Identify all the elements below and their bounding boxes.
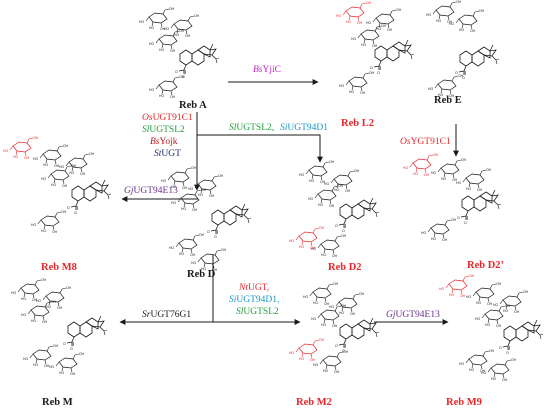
label-reb-e: Reb E [434,95,462,106]
enzyme-st-ugt: StUGT [154,149,181,159]
enzyme-sr-ugt76g1: SrUGT76G1 [142,310,192,320]
label-reb-m2: Reb M2 [296,397,332,408]
label-reb-m9: Reb M9 [446,397,482,408]
enzyme-os-ugt91c1: OsUGT91C1 [142,113,193,123]
label-reb-l2: Reb L2 [341,118,374,129]
reb-a-structure [138,6,220,100]
enzyme-bs-yjic: BsYjiC [253,65,281,75]
reb-m9-structure [438,273,544,383]
enzyme-sl-ugtsl2-b: SlUGTSL2, [229,123,275,133]
label-reb-d: Reb D [187,269,216,280]
label-reb-d2: Reb D2 [328,262,362,273]
label-reb-m: Reb M [42,397,73,408]
reb-d-structure [160,165,252,273]
reb-m-structure [10,277,108,377]
enzyme-si-ugt94d1-a: SiUGT94D1 [280,123,329,133]
reb-d2p-structure [402,152,502,243]
enzyme-bs-yojk: BsYojk [150,137,178,147]
arrow-reba-to-rebd2 [197,134,323,163]
enzyme-gj-ugt94e13-a: GjUGT94E13 [124,186,178,196]
enzyme-sl-ugtsl2-c: SlUGTSL2 [236,307,279,317]
enzyme-si-ugt94d1-b: SiUGT94D1, [229,295,280,305]
reb-m8-structure [2,135,112,235]
label-reb-d2p: Reb D2’ [467,260,505,271]
reb-m2-structure [288,281,380,375]
enzyme-os-ygt91c1: OsYGT91C1 [400,137,451,147]
enzyme-gj-ugt94e13-b: GjUGT94E13 [386,310,440,320]
reb-l2-structure [335,0,415,96]
reb-e-structure [425,0,500,99]
enzyme-nt-ugt: NtUGT, [239,283,270,293]
reb-d2-structure [288,159,380,259]
enzyme-sl-ugtsl2-a: SlUGTSL2 [142,125,185,135]
label-reb-a: Reb A [179,100,207,111]
label-reb-m8: Reb M8 [41,262,77,273]
